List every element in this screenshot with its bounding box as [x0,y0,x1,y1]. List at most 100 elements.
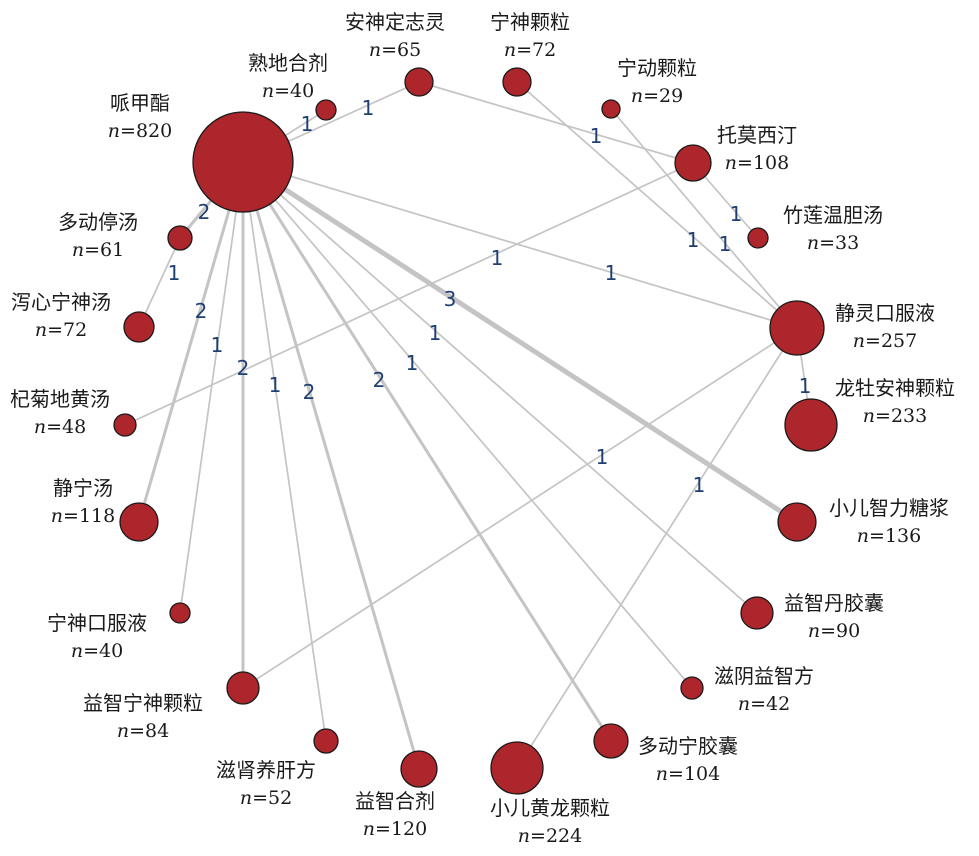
node-n-value-ndkl: 29 [659,85,683,107]
node-name-zsygf: 滋肾养肝方 [216,758,316,782]
node-name-ddtt: 多动停汤 [58,210,138,234]
edge-wind-nskfy [179,161,244,614]
node-n-value-xehlkl: 224 [546,825,582,847]
node-n-value-tmxt: 108 [753,152,789,174]
node-name-xxnst: 泻心宁神汤 [11,290,111,314]
node-n-value-asdzl: 65 [397,39,421,61]
node-n-yznskl: n=84 [117,720,169,742]
node-ndkl [601,99,621,119]
edge-label-jlkfy-lmasj: 1 [799,374,812,398]
node-n-value-yzdjn: 90 [836,620,860,642]
node-n-value-zyyzf: 42 [766,693,790,715]
node-n-xxnst: n=72 [35,319,87,341]
node-n-value-yznskl: 84 [145,720,169,742]
node-n-value-lmasj: 233 [891,405,927,427]
node-n-value-jjdht: 48 [62,416,86,438]
node-wind [192,111,294,213]
node-name-yzdjn: 益智丹胶囊 [784,591,884,615]
edge-wind-jlkfy [242,161,798,329]
edge-label-wind-xezltj: 3 [444,287,457,311]
node-name-ddnjn: 多动宁胶囊 [638,734,738,758]
edge-label-wind-yzhj: 2 [303,380,316,404]
node-xxnst [123,311,155,343]
node-n-jnt: n=118 [51,505,115,527]
edge-wind-yzhj [241,160,421,771]
edge-wind-jnt [137,160,245,524]
edge-wind-ddnjn [241,160,613,743]
node-name-jnt: 静宁汤 [53,476,113,500]
node-n-jlkfy: n=257 [853,330,917,352]
node-name-xezltj: 小儿智力糖浆 [829,496,949,520]
edge-label-jlkfy-xehlkl: 1 [693,473,706,497]
node-name-nskfy: 宁神口服液 [47,611,147,635]
edge-jlkfy-yznskl [242,327,798,689]
node-ddnjn [593,723,629,759]
node-name-yznskl: 益智宁神颗粒 [83,691,203,715]
node-zyyzf [680,676,704,700]
node-name-wind: 哌甲酯 [110,91,170,115]
node-n-yzhj: n=120 [363,818,427,840]
node-tmxt [674,144,712,182]
edge-label-wind-jlkfy: 1 [605,261,618,285]
edge-label-wind-zsygf: 1 [269,373,282,397]
node-name-ndkl: 宁动颗粒 [617,56,697,80]
edge-label-wind-asdzl: 1 [362,96,375,120]
node-sdhj [315,99,337,121]
node-n-zlwdt: n=33 [807,232,859,254]
node-n-tmxt: n=108 [725,152,789,174]
node-n-nskl: n=72 [504,39,556,61]
node-n-xezltj: n=136 [857,525,921,547]
node-n-value-ddnjn: 104 [684,763,720,785]
node-n-value-nskfy: 40 [99,640,123,662]
edge-wind-zyyzf [242,161,693,689]
node-name-jjdht: 杞菊地黄汤 [10,387,110,411]
edge-label-wind-yznskl: 2 [237,356,250,380]
node-n-ddtt: n=61 [72,239,124,261]
edge-nskl-jlkfy [516,81,798,329]
edge-label-asdzl-tmxt: 1 [590,124,603,148]
edge-jlkfy-xehlkl [516,327,798,769]
node-n-jjdht: n=48 [34,416,86,438]
node-yznskl [226,671,260,705]
node-n-value-sdhj: 40 [290,80,314,102]
node-n-yzdjn: n=90 [808,620,860,642]
edge-wind-yzdjn [242,161,758,614]
node-name-tmxt: 托莫西汀 [717,123,797,147]
node-n-sdhj: n=40 [262,80,314,102]
node-nskfy [169,602,191,624]
node-jnt [119,502,159,542]
node-name-zyyzf: 滋阴益智方 [714,664,814,688]
edge-label-wind-zyyzf: 1 [406,351,419,375]
edge-label-wind-ddtt: 2 [198,200,211,224]
edge-label-tmxt-jjdht: 1 [491,246,504,270]
node-yzdjn [740,596,774,630]
node-name-asdzl: 安神定志灵 [345,10,445,34]
node-n-zyyzf: n=42 [738,693,790,715]
edge-label-wind-jnt: 2 [195,299,208,323]
node-n-value-zlwdt: 33 [835,232,859,254]
node-n-lmasj: n=233 [863,405,927,427]
edge-label-ndkl-jlkfy: 1 [719,232,732,256]
node-n-zsygf: n=52 [240,787,292,809]
node-n-value-wind: 820 [136,120,172,142]
node-jjdht [113,413,137,437]
node-lmasj [784,398,838,452]
node-zlwdt [747,227,769,249]
node-name-lmasj: 龙牡安神颗粒 [835,376,955,400]
node-n-value-ddtt: 61 [100,239,124,261]
nodes-layer [113,67,838,795]
node-n-asdzl: n=65 [369,39,421,61]
edge-label-wind-yzdjn: 1 [429,321,442,345]
node-labels-layer: 哌甲酯n=820熟地合剂n=40安神定志灵n=65宁神颗粒n=72宁动颗粒n=2… [10,10,955,847]
edge-label-wind-sdhj: 1 [301,112,314,136]
node-n-value-yzhj: 120 [391,818,427,840]
edge-ddtt-xxnst [138,237,181,328]
edge-label-wind-nskfy: 1 [211,333,224,357]
edge-label-nskl-jlkfy: 1 [687,228,700,252]
node-n-nskfy: n=40 [71,640,123,662]
node-xehlkl [490,741,544,795]
node-n-value-nskl: 72 [532,39,556,61]
node-yzhj [400,750,438,788]
